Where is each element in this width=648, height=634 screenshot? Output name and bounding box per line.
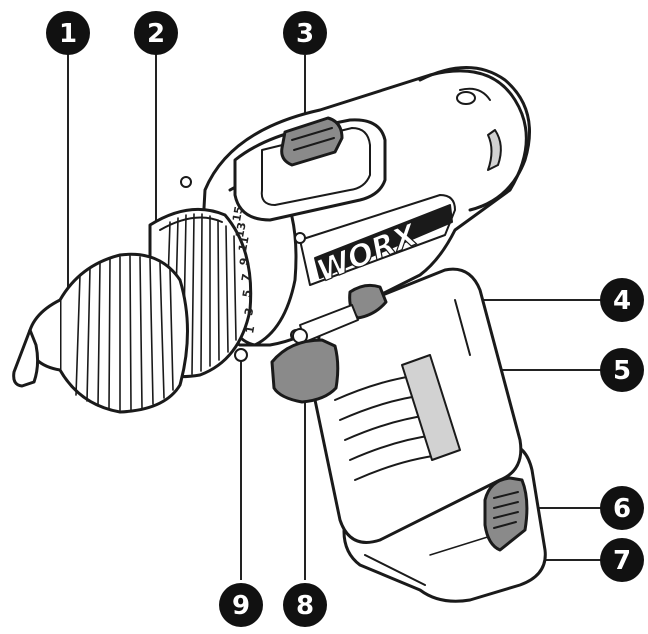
svg-text:3: 3 xyxy=(296,19,314,49)
callout-5: 5 xyxy=(600,348,644,392)
svg-text:9: 9 xyxy=(232,591,250,621)
led-light xyxy=(235,349,247,361)
torque-tick-13: 13 xyxy=(233,221,248,238)
svg-text:8: 8 xyxy=(296,591,314,621)
chuck-sleeve xyxy=(14,254,188,412)
callout-8: 8 xyxy=(283,583,327,627)
svg-text:1: 1 xyxy=(59,19,77,49)
svg-text:4: 4 xyxy=(613,286,631,316)
callout-9: 9 xyxy=(219,583,263,627)
torque-tick-15: 15 xyxy=(230,205,245,222)
svg-text:6: 6 xyxy=(613,494,631,524)
callout-7: 7 xyxy=(600,538,644,582)
callout-2: 2 xyxy=(134,11,178,55)
svg-text:5: 5 xyxy=(613,356,631,386)
callout-3: 3 xyxy=(283,11,327,55)
callout-1: 1 xyxy=(46,11,90,55)
trigger-switch xyxy=(272,340,338,402)
callout-6: 6 xyxy=(600,486,644,530)
drill-illustration xyxy=(14,68,546,602)
callout-4: 4 xyxy=(600,278,644,322)
svg-text:7: 7 xyxy=(613,546,631,576)
svg-text:2: 2 xyxy=(147,19,165,49)
